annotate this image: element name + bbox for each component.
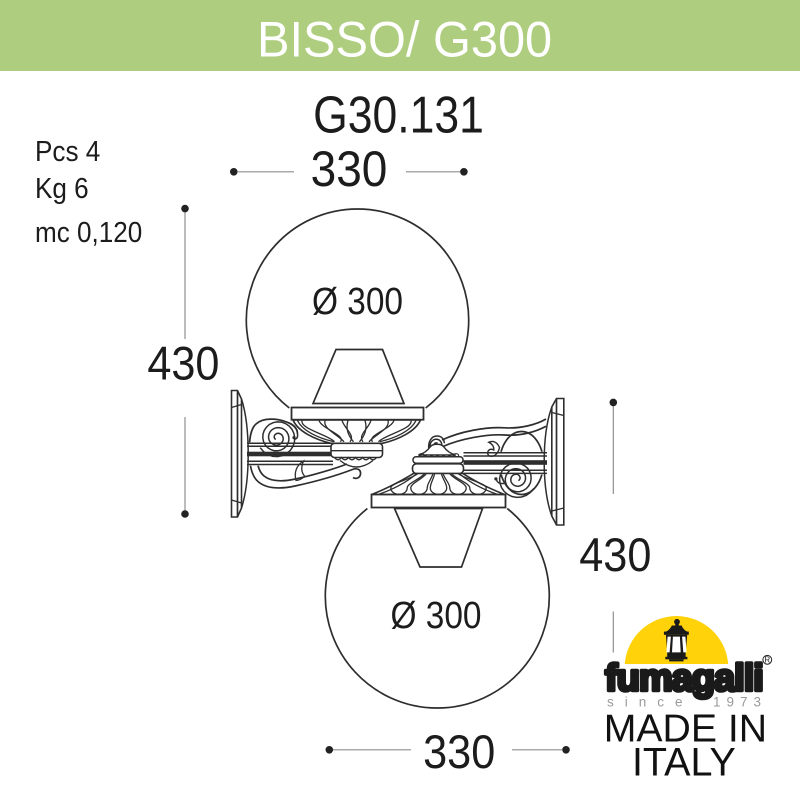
svg-text:ITALY: ITALY [632, 741, 736, 785]
svg-text:Ø 300: Ø 300 [390, 594, 481, 636]
svg-text:R: R [764, 656, 770, 665]
svg-text:MADE IN: MADE IN [604, 708, 767, 751]
svg-text:Pcs 4: Pcs 4 [35, 135, 100, 168]
svg-text:BISSO/ G300: BISSO/ G300 [257, 11, 552, 68]
svg-text:fumagalli: fumagalli [605, 658, 763, 700]
svg-text:Ø 300: Ø 300 [312, 280, 403, 322]
svg-text:330: 330 [311, 142, 388, 197]
svg-text:since: since [607, 695, 694, 710]
svg-text:330: 330 [423, 725, 495, 778]
svg-text:G30.131: G30.131 [313, 86, 484, 144]
svg-text:430: 430 [147, 337, 219, 390]
svg-text:430: 430 [579, 528, 651, 581]
svg-text:1973: 1973 [713, 695, 767, 710]
svg-text:Kg 6: Kg 6 [35, 172, 89, 205]
svg-text:mc 0,120: mc 0,120 [35, 216, 142, 249]
